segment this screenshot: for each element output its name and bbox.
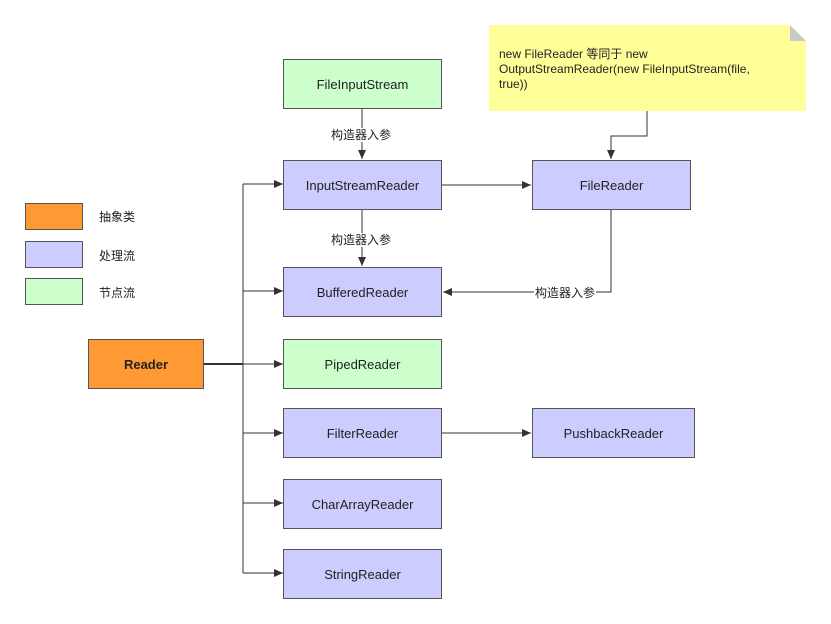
note-fold: [790, 25, 806, 41]
node-stringreader[interactable]: StringReader: [283, 549, 442, 599]
edge-filereader-to-bufferedreader: [443, 210, 612, 296]
node-filereader[interactable]: FileReader: [532, 160, 691, 210]
note-text: new FileReader 等同于 new OutputStreamReade…: [499, 47, 789, 92]
legend-swatch-node: [25, 278, 83, 305]
node-bufferedreader[interactable]: BufferedReader: [283, 267, 442, 317]
legend-label-node: 节点流: [99, 286, 136, 300]
edge-note-to-filereader: [607, 111, 648, 159]
edge-label-constructor-param-1: 构造器入参: [330, 128, 393, 142]
node-inputstreamreader[interactable]: InputStreamReader: [283, 160, 442, 210]
node-chararrayreader[interactable]: CharArrayReader: [283, 479, 442, 529]
node-fileinputstream[interactable]: FileInputStream: [283, 59, 442, 109]
note-line-2: OutputStreamReader(new FileInputStream(f…: [499, 62, 750, 76]
node-reader[interactable]: Reader: [88, 339, 204, 389]
legend-label-processing: 处理流: [99, 249, 136, 263]
note-line-1: new FileReader 等同于 new: [499, 47, 648, 61]
legend-swatch-abstract: [25, 203, 83, 230]
node-filterreader[interactable]: FilterReader: [283, 408, 442, 458]
note-line-3: true)): [499, 77, 528, 91]
legend-label-abstract: 抽象类: [99, 210, 136, 224]
edge-label-constructor-param-2: 构造器入参: [330, 233, 393, 247]
node-pipedreader[interactable]: PipedReader: [283, 339, 442, 389]
edge-label-constructor-param-3: 构造器入参: [534, 286, 597, 300]
note-shape: [489, 25, 806, 111]
node-pushbackreader[interactable]: PushbackReader: [532, 408, 695, 458]
legend-swatch-processing: [25, 241, 83, 268]
